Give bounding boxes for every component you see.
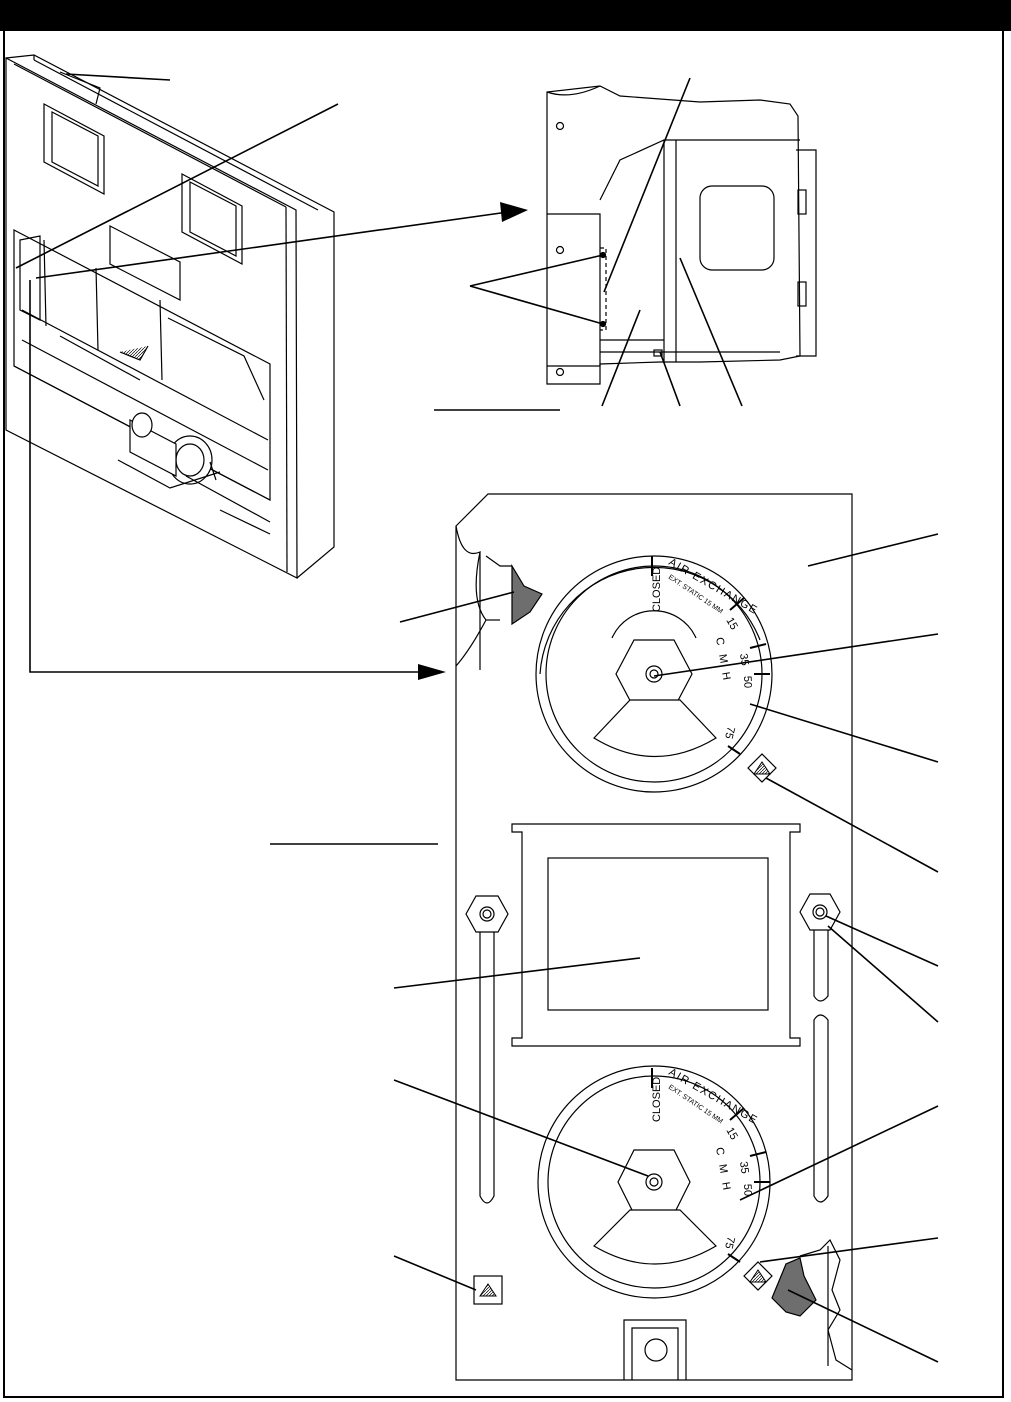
dial-top-closed: CLOSED [651, 567, 663, 612]
dial-bottom-35: 35 [737, 1161, 751, 1175]
detail-a-view [546, 85, 817, 385]
header-bar [0, 0, 1011, 31]
dial-top-15: 15 [723, 616, 740, 633]
dial-top-75: 75 [722, 725, 737, 740]
leader-lines-detail-a [434, 77, 743, 411]
page-frame [3, 31, 1004, 1398]
arrow-head-detail-a [500, 202, 528, 222]
dial-bottom-50: 50 [741, 1184, 753, 1197]
dial-top-35: 35 [737, 653, 751, 667]
dial-bottom-15: 15 [723, 1126, 740, 1143]
dial-top-50: 50 [741, 676, 753, 689]
arrow-head-detail-b [418, 664, 446, 680]
dial-bottom-closed: CLOSED [651, 1077, 663, 1122]
leader-lines-detail-b [270, 533, 939, 1363]
warning-triangle-icon [753, 761, 771, 775]
detail-b-panel [455, 493, 853, 1381]
warning-triangle-icon [479, 1283, 497, 1297]
warning-triangle-icon [749, 1269, 767, 1283]
unit-isometric-view [5, 54, 335, 579]
dial-bottom-75: 75 [722, 1235, 737, 1250]
leader-lines-top-left [15, 73, 509, 673]
